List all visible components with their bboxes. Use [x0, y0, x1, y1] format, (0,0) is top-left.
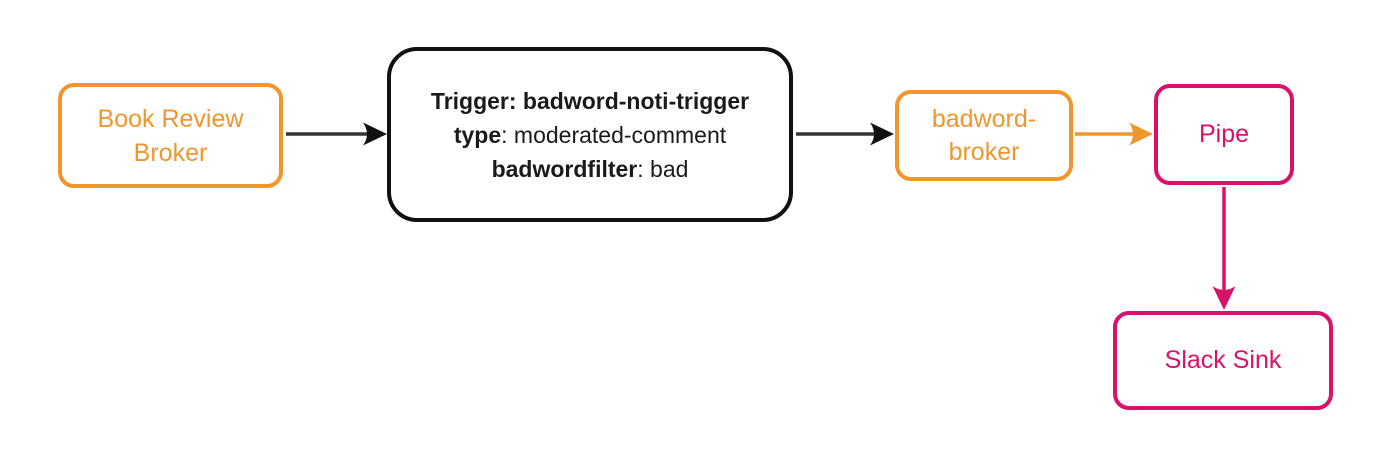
- node-badword-broker: badword-broker: [895, 90, 1073, 181]
- arrow-broker-to-trigger-head: [363, 122, 387, 146]
- arrow-trigger-to-badword-broker-head: [870, 122, 894, 146]
- arrow-trigger-to-badword-broker: [796, 122, 894, 146]
- trigger-line-name: Trigger: badword-noti-trigger: [430, 87, 750, 114]
- trigger-filter-text: Trigger: badword-noti-trigger type: mode…: [431, 84, 749, 186]
- node-slack-sink: Slack Sink: [1113, 311, 1333, 410]
- node-book-review-broker-label: Book Review Broker: [97, 104, 244, 167]
- arrow-broker-to-trigger: [286, 122, 387, 146]
- node-trigger-filter: Trigger: badword-noti-trigger type: mode…: [387, 47, 793, 222]
- node-book-review-broker: Book Review Broker: [58, 83, 283, 188]
- trigger-line-filter: badwordfilter: bad: [491, 155, 689, 182]
- arrow-pipe-to-slack-sink-head: [1212, 286, 1236, 310]
- arrow-pipe-to-slack-sink: [1212, 187, 1236, 310]
- node-pipe-label: Pipe: [1198, 120, 1250, 148]
- arrow-badword-broker-to-pipe: [1075, 122, 1153, 146]
- node-badword-broker-label: badword-broker: [931, 104, 1037, 166]
- arrow-badword-broker-to-pipe-head: [1129, 122, 1153, 146]
- node-pipe: Pipe: [1154, 84, 1294, 185]
- node-slack-sink-label: Slack Sink: [1164, 346, 1282, 374]
- trigger-line-type: type: moderated-comment: [453, 121, 727, 148]
